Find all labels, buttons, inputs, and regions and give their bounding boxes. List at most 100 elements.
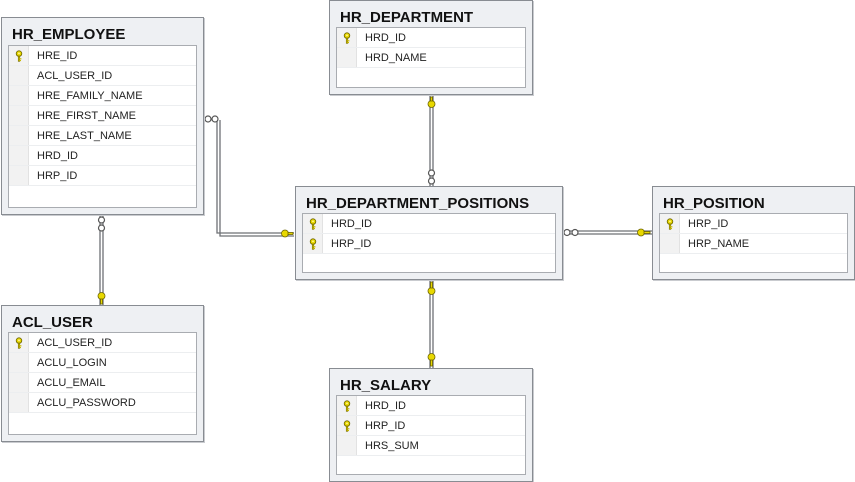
primary-key-icon: [14, 49, 24, 62]
row-selector: [660, 214, 680, 233]
column-list: HRE_ID ACL_USER_ID HRE_FAMILY_NAME HRE_FIRS…: [8, 45, 197, 208]
key-marker: [427, 96, 436, 108]
table-title: HR_SALARY: [340, 377, 432, 394]
column-row[interactable]: HRP_NAME: [660, 234, 847, 254]
column-name: HRP_ID: [365, 419, 406, 432]
new-column-row[interactable]: [9, 413, 196, 433]
column-row[interactable]: HRD_ID: [9, 146, 196, 166]
new-column-row[interactable]: [337, 68, 525, 88]
column-list: HRP_ID HRP_NAME: [659, 213, 848, 273]
key-marker: [281, 229, 294, 238]
row-selector: [337, 396, 357, 415]
column-row[interactable]: HRP_ID: [9, 166, 196, 186]
column-row[interactable]: HRE_LAST_NAME: [9, 126, 196, 146]
new-column-row[interactable]: [337, 456, 525, 476]
column-list: HRD_ID HRP_ID HRS_SUM: [336, 395, 526, 475]
key-marker: [637, 228, 651, 237]
row-selector: [660, 234, 680, 253]
column-row[interactable]: ACL_USER_ID: [9, 66, 196, 86]
column-name: HRP_ID: [331, 237, 372, 250]
key-marker: [427, 281, 436, 295]
many-end-marker: [204, 115, 219, 123]
table-hr-position[interactable]: HR_POSITION HRP_ID HRP_NAME: [652, 186, 855, 280]
column-row[interactable]: HRD_ID: [337, 396, 525, 416]
row-selector: [337, 48, 357, 67]
primary-key-icon: [308, 237, 318, 250]
column-name: ACLU_EMAIL: [37, 376, 106, 389]
column-name: HRE_ID: [37, 49, 78, 62]
table-acl-user[interactable]: ACL_USER ACL_USER_ID ACLU_LOGIN ACLU_EMAIL…: [1, 305, 204, 442]
key-marker: [97, 292, 106, 305]
row-selector: [9, 126, 29, 145]
column-name: HRD_ID: [331, 217, 372, 230]
column-list: HRD_ID HRP_ID: [302, 213, 556, 273]
column-row[interactable]: ACLU_PASSWORD: [9, 393, 196, 413]
primary-key-icon: [342, 419, 352, 432]
row-selector: [303, 214, 323, 233]
column-name: HRE_LAST_NAME: [37, 129, 132, 142]
column-name: HRD_ID: [365, 31, 406, 44]
column-row[interactable]: HRD_NAME: [337, 48, 525, 68]
column-name: HRP_ID: [37, 169, 78, 182]
column-name: ACL_USER_ID: [37, 336, 113, 349]
primary-key-icon: [14, 336, 24, 349]
primary-key-icon: [342, 31, 352, 44]
column-name: HRE_FAMILY_NAME: [37, 89, 143, 102]
primary-key-icon: [308, 217, 318, 230]
column-name: HRP_NAME: [688, 237, 750, 250]
column-name: HRD_ID: [37, 149, 78, 162]
column-name: HRS_SUM: [365, 439, 419, 452]
column-name: HRP_ID: [688, 217, 729, 230]
table-title: HR_DEPARTMENT_POSITIONS: [306, 195, 530, 212]
new-column-row[interactable]: [9, 186, 196, 206]
column-row[interactable]: HRP_ID: [337, 416, 525, 436]
column-list: ACL_USER_ID ACLU_LOGIN ACLU_EMAIL ACLU_PASS…: [8, 332, 197, 435]
column-row[interactable]: HRP_ID: [303, 234, 555, 254]
row-selector: [9, 86, 29, 105]
table-title: ACL_USER: [12, 314, 93, 331]
many-end-marker: [427, 169, 436, 185]
column-name: HRD_ID: [365, 399, 406, 412]
column-row[interactable]: HRE_ID: [9, 46, 196, 66]
row-selector: [9, 106, 29, 125]
column-row[interactable]: HRS_SUM: [337, 436, 525, 456]
column-row[interactable]: ACLU_EMAIL: [9, 373, 196, 393]
row-selector: [9, 146, 29, 165]
table-hr-salary[interactable]: HR_SALARY HRD_ID HRP_ID HRS_SUM: [329, 368, 533, 482]
new-column-row[interactable]: [303, 254, 555, 274]
many-end-marker: [563, 228, 579, 237]
primary-key-icon: [342, 399, 352, 412]
row-selector: [9, 393, 29, 412]
table-title: HR_POSITION: [663, 195, 765, 212]
row-selector: [9, 353, 29, 372]
column-row[interactable]: HRD_ID: [337, 28, 525, 48]
column-row[interactable]: HRD_ID: [303, 214, 555, 234]
column-name: HRD_NAME: [365, 51, 427, 64]
row-selector: [337, 28, 357, 47]
row-selector: [9, 333, 29, 352]
column-row[interactable]: HRE_FIRST_NAME: [9, 106, 196, 126]
table-hr-employee[interactable]: HR_EMPLOYEE HRE_ID ACL_USER_ID HRE_FAMILY_…: [1, 17, 204, 215]
one-end-key-markers: [97, 96, 651, 367]
column-row[interactable]: HRP_ID: [660, 214, 847, 234]
new-column-row[interactable]: [660, 254, 847, 274]
row-selector: [9, 46, 29, 65]
row-selector: [9, 373, 29, 392]
row-selector: [303, 234, 323, 253]
table-title: HR_EMPLOYEE: [12, 26, 126, 43]
relationship-employee-to-positions: [216, 120, 294, 237]
column-name: ACL_USER_ID: [37, 69, 113, 82]
column-row[interactable]: ACLU_LOGIN: [9, 353, 196, 373]
column-list: HRD_ID HRD_NAME: [336, 27, 526, 88]
table-hr-department-positions[interactable]: HR_DEPARTMENT_POSITIONS HRD_ID HRP_ID: [295, 186, 563, 280]
column-name: HRE_FIRST_NAME: [37, 109, 137, 122]
primary-key-icon: [665, 217, 675, 230]
row-selector: [9, 166, 29, 185]
key-marker: [427, 353, 436, 367]
column-row[interactable]: ACL_USER_ID: [9, 333, 196, 353]
row-selector: [9, 66, 29, 85]
column-row[interactable]: HRE_FAMILY_NAME: [9, 86, 196, 106]
many-end-marker: [97, 216, 106, 232]
